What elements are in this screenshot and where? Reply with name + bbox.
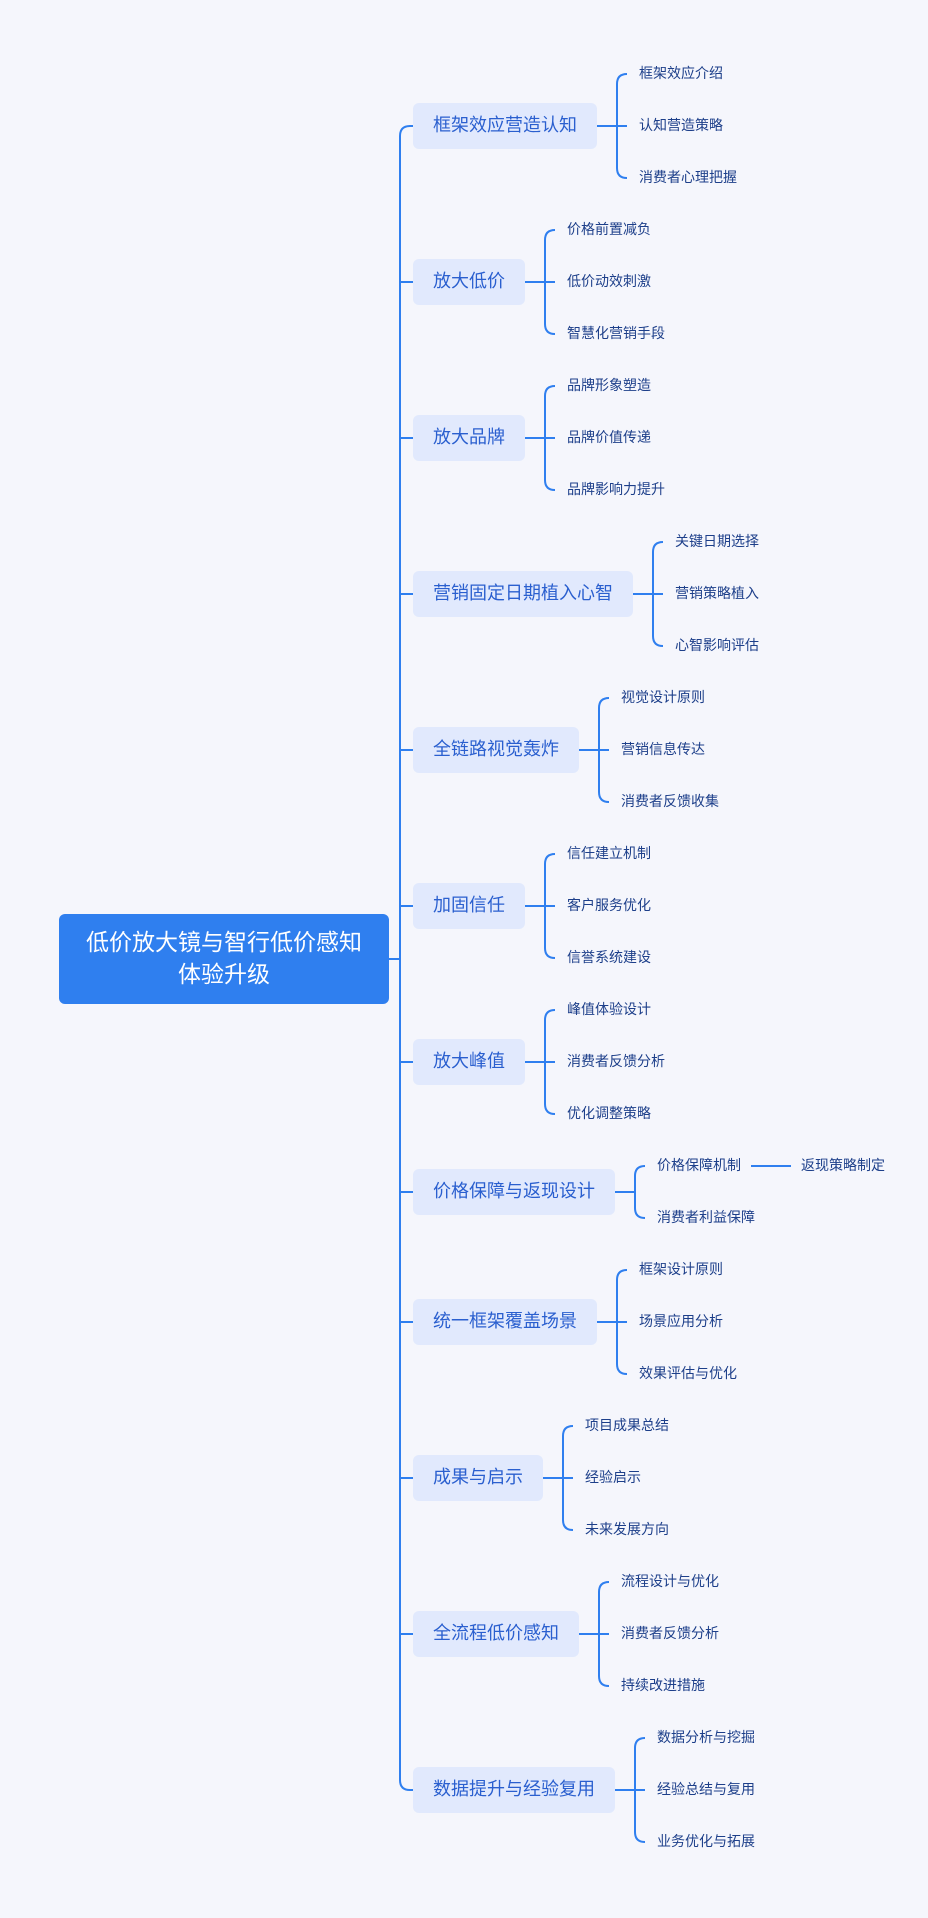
sub-leaf-node[interactable]: 返现策略制定 — [801, 1158, 885, 1174]
branch-label: 统一框架覆盖场景 — [433, 1311, 577, 1332]
leaf-node[interactable]: 消费者利益保障 — [657, 1210, 755, 1226]
leaf-node[interactable]: 关键日期选择 — [675, 534, 759, 550]
leaf-node[interactable]: 认知营造策略 — [639, 118, 723, 134]
leaf-node[interactable]: 信任建立机制 — [567, 846, 651, 862]
branch-label: 放大峰值 — [433, 1051, 505, 1072]
leaf-node[interactable]: 消费者反馈分析 — [567, 1054, 665, 1070]
branch-label: 框架效应营造认知 — [433, 115, 577, 136]
branch-label: 价格保障与返现设计 — [433, 1181, 595, 1202]
leaf-node[interactable]: 峰值体验设计 — [567, 1002, 651, 1018]
branch-node[interactable]: 营销固定日期植入心智 — [413, 571, 633, 617]
branch-label: 加固信任 — [433, 895, 505, 916]
leaf-node[interactable]: 未来发展方向 — [585, 1522, 669, 1538]
branch-node[interactable]: 放大峰值 — [413, 1039, 525, 1085]
branch-label: 放大品牌 — [433, 427, 505, 448]
branch-node[interactable]: 全流程低价感知 — [413, 1611, 579, 1657]
leaf-node[interactable]: 持续改进措施 — [621, 1678, 705, 1694]
leaf-node[interactable]: 业务优化与拓展 — [657, 1834, 755, 1850]
branch-node[interactable]: 放大品牌 — [413, 415, 525, 461]
leaf-node[interactable]: 信誉系统建设 — [567, 950, 651, 966]
branch-label: 全链路视觉轰炸 — [433, 739, 559, 760]
branch-node[interactable]: 全链路视觉轰炸 — [413, 727, 579, 773]
leaf-node[interactable]: 价格保障机制 — [657, 1158, 741, 1174]
leaf-node[interactable]: 消费者心理把握 — [639, 170, 737, 186]
leaf-node[interactable]: 品牌形象塑造 — [567, 378, 651, 394]
leaf-node[interactable]: 营销信息传达 — [621, 742, 705, 758]
leaf-node[interactable]: 经验总结与复用 — [657, 1782, 755, 1798]
leaf-node[interactable]: 框架设计原则 — [639, 1262, 723, 1278]
branch-node[interactable]: 加固信任 — [413, 883, 525, 929]
leaf-node[interactable]: 视觉设计原则 — [621, 690, 705, 706]
leaf-node[interactable]: 营销策略植入 — [675, 586, 759, 602]
root-node[interactable]: 低价放大镜与智行低价感知体验升级 — [59, 914, 389, 1004]
leaf-node[interactable]: 项目成果总结 — [585, 1418, 669, 1434]
leaf-node[interactable]: 效果评估与优化 — [639, 1366, 737, 1382]
leaf-node[interactable]: 品牌价值传递 — [567, 430, 651, 446]
leaf-node[interactable]: 消费者反馈收集 — [621, 794, 719, 810]
leaf-node[interactable]: 流程设计与优化 — [621, 1574, 719, 1590]
leaf-node[interactable]: 低价动效刺激 — [567, 274, 651, 290]
leaf-node[interactable]: 心智影响评估 — [675, 638, 759, 654]
branch-label: 全流程低价感知 — [433, 1623, 559, 1644]
branch-label: 数据提升与经验复用 — [433, 1779, 595, 1800]
branch-label: 营销固定日期植入心智 — [433, 583, 613, 604]
branch-node[interactable]: 数据提升与经验复用 — [413, 1767, 615, 1813]
leaf-node[interactable]: 品牌影响力提升 — [567, 482, 665, 498]
branch-node[interactable]: 统一框架覆盖场景 — [413, 1299, 597, 1345]
branch-node[interactable]: 放大低价 — [413, 259, 525, 305]
leaf-node[interactable]: 优化调整策略 — [567, 1106, 651, 1122]
leaf-node[interactable]: 框架效应介绍 — [639, 66, 723, 82]
leaf-node[interactable]: 客户服务优化 — [567, 898, 651, 914]
branch-label: 成果与启示 — [433, 1467, 523, 1488]
leaf-node[interactable]: 数据分析与挖掘 — [657, 1730, 755, 1746]
branch-node[interactable]: 成果与启示 — [413, 1455, 543, 1501]
leaf-node[interactable]: 价格前置减负 — [567, 222, 651, 238]
leaf-node[interactable]: 场景应用分析 — [639, 1314, 723, 1330]
branch-node[interactable]: 价格保障与返现设计 — [413, 1169, 615, 1215]
leaf-node[interactable]: 消费者反馈分析 — [621, 1626, 719, 1642]
branch-node[interactable]: 框架效应营造认知 — [413, 103, 597, 149]
leaf-node[interactable]: 经验启示 — [585, 1470, 641, 1486]
root-label: 低价放大镜与智行低价感知体验升级 — [86, 930, 362, 988]
branch-label: 放大低价 — [433, 271, 505, 292]
leaf-node[interactable]: 智慧化营销手段 — [567, 326, 665, 342]
